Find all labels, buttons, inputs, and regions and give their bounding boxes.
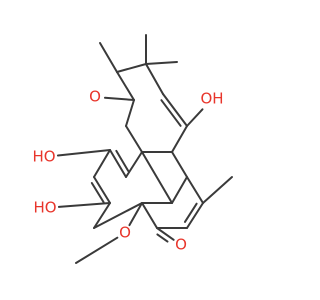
- bond-line: [109, 149, 127, 178]
- bond-line: [93, 149, 111, 178]
- hydroxyl-left-lower-label: HO: [33, 199, 56, 217]
- bond-line: [171, 151, 188, 178]
- bond-line: [171, 125, 188, 153]
- double-bond-line: [115, 149, 130, 173]
- bond-line: [125, 151, 143, 178]
- bond-line: [162, 93, 188, 127]
- bond-line: [186, 176, 204, 204]
- methoxy-oxygen-label: O: [119, 224, 131, 242]
- hydroxyl-left-upper-label: HO: [32, 148, 55, 166]
- bond-line: [125, 99, 135, 127]
- bond-line: [145, 61, 178, 65]
- bond-line: [186, 202, 204, 229]
- double-bond-line: [156, 233, 169, 243]
- bond-line: [156, 227, 175, 241]
- bond-line: [56, 149, 111, 157]
- bond-line: [128, 202, 143, 227]
- double-bond-line: [183, 202, 198, 223]
- double-bond-line: [90, 182, 105, 204]
- ketone-oxygen-label: O: [175, 236, 187, 254]
- molecule-structure: O OH HO HO O O: [32, 34, 233, 264]
- bond-line: [141, 202, 158, 229]
- bond-line: [141, 151, 173, 204]
- bond-line: [103, 96, 135, 101]
- bond-line: [93, 202, 143, 229]
- bond-lines: [56, 34, 233, 264]
- bond-line: [186, 108, 204, 127]
- bond-line: [125, 125, 143, 153]
- hydroxyl-top-right-label: OH: [200, 90, 223, 108]
- bond-line: [116, 71, 135, 101]
- bond-line: [116, 63, 147, 73]
- bond-line: [93, 202, 111, 229]
- bond-line: [171, 176, 188, 204]
- bond-line: [93, 176, 111, 204]
- bond-line: [145, 63, 164, 95]
- bond-line: [75, 236, 119, 264]
- double-bond-line: [160, 99, 182, 127]
- bond-line: [202, 176, 233, 204]
- bond-line: [99, 42, 118, 73]
- bond-line: [57, 202, 111, 208]
- furan-oxygen-label: O: [89, 88, 101, 106]
